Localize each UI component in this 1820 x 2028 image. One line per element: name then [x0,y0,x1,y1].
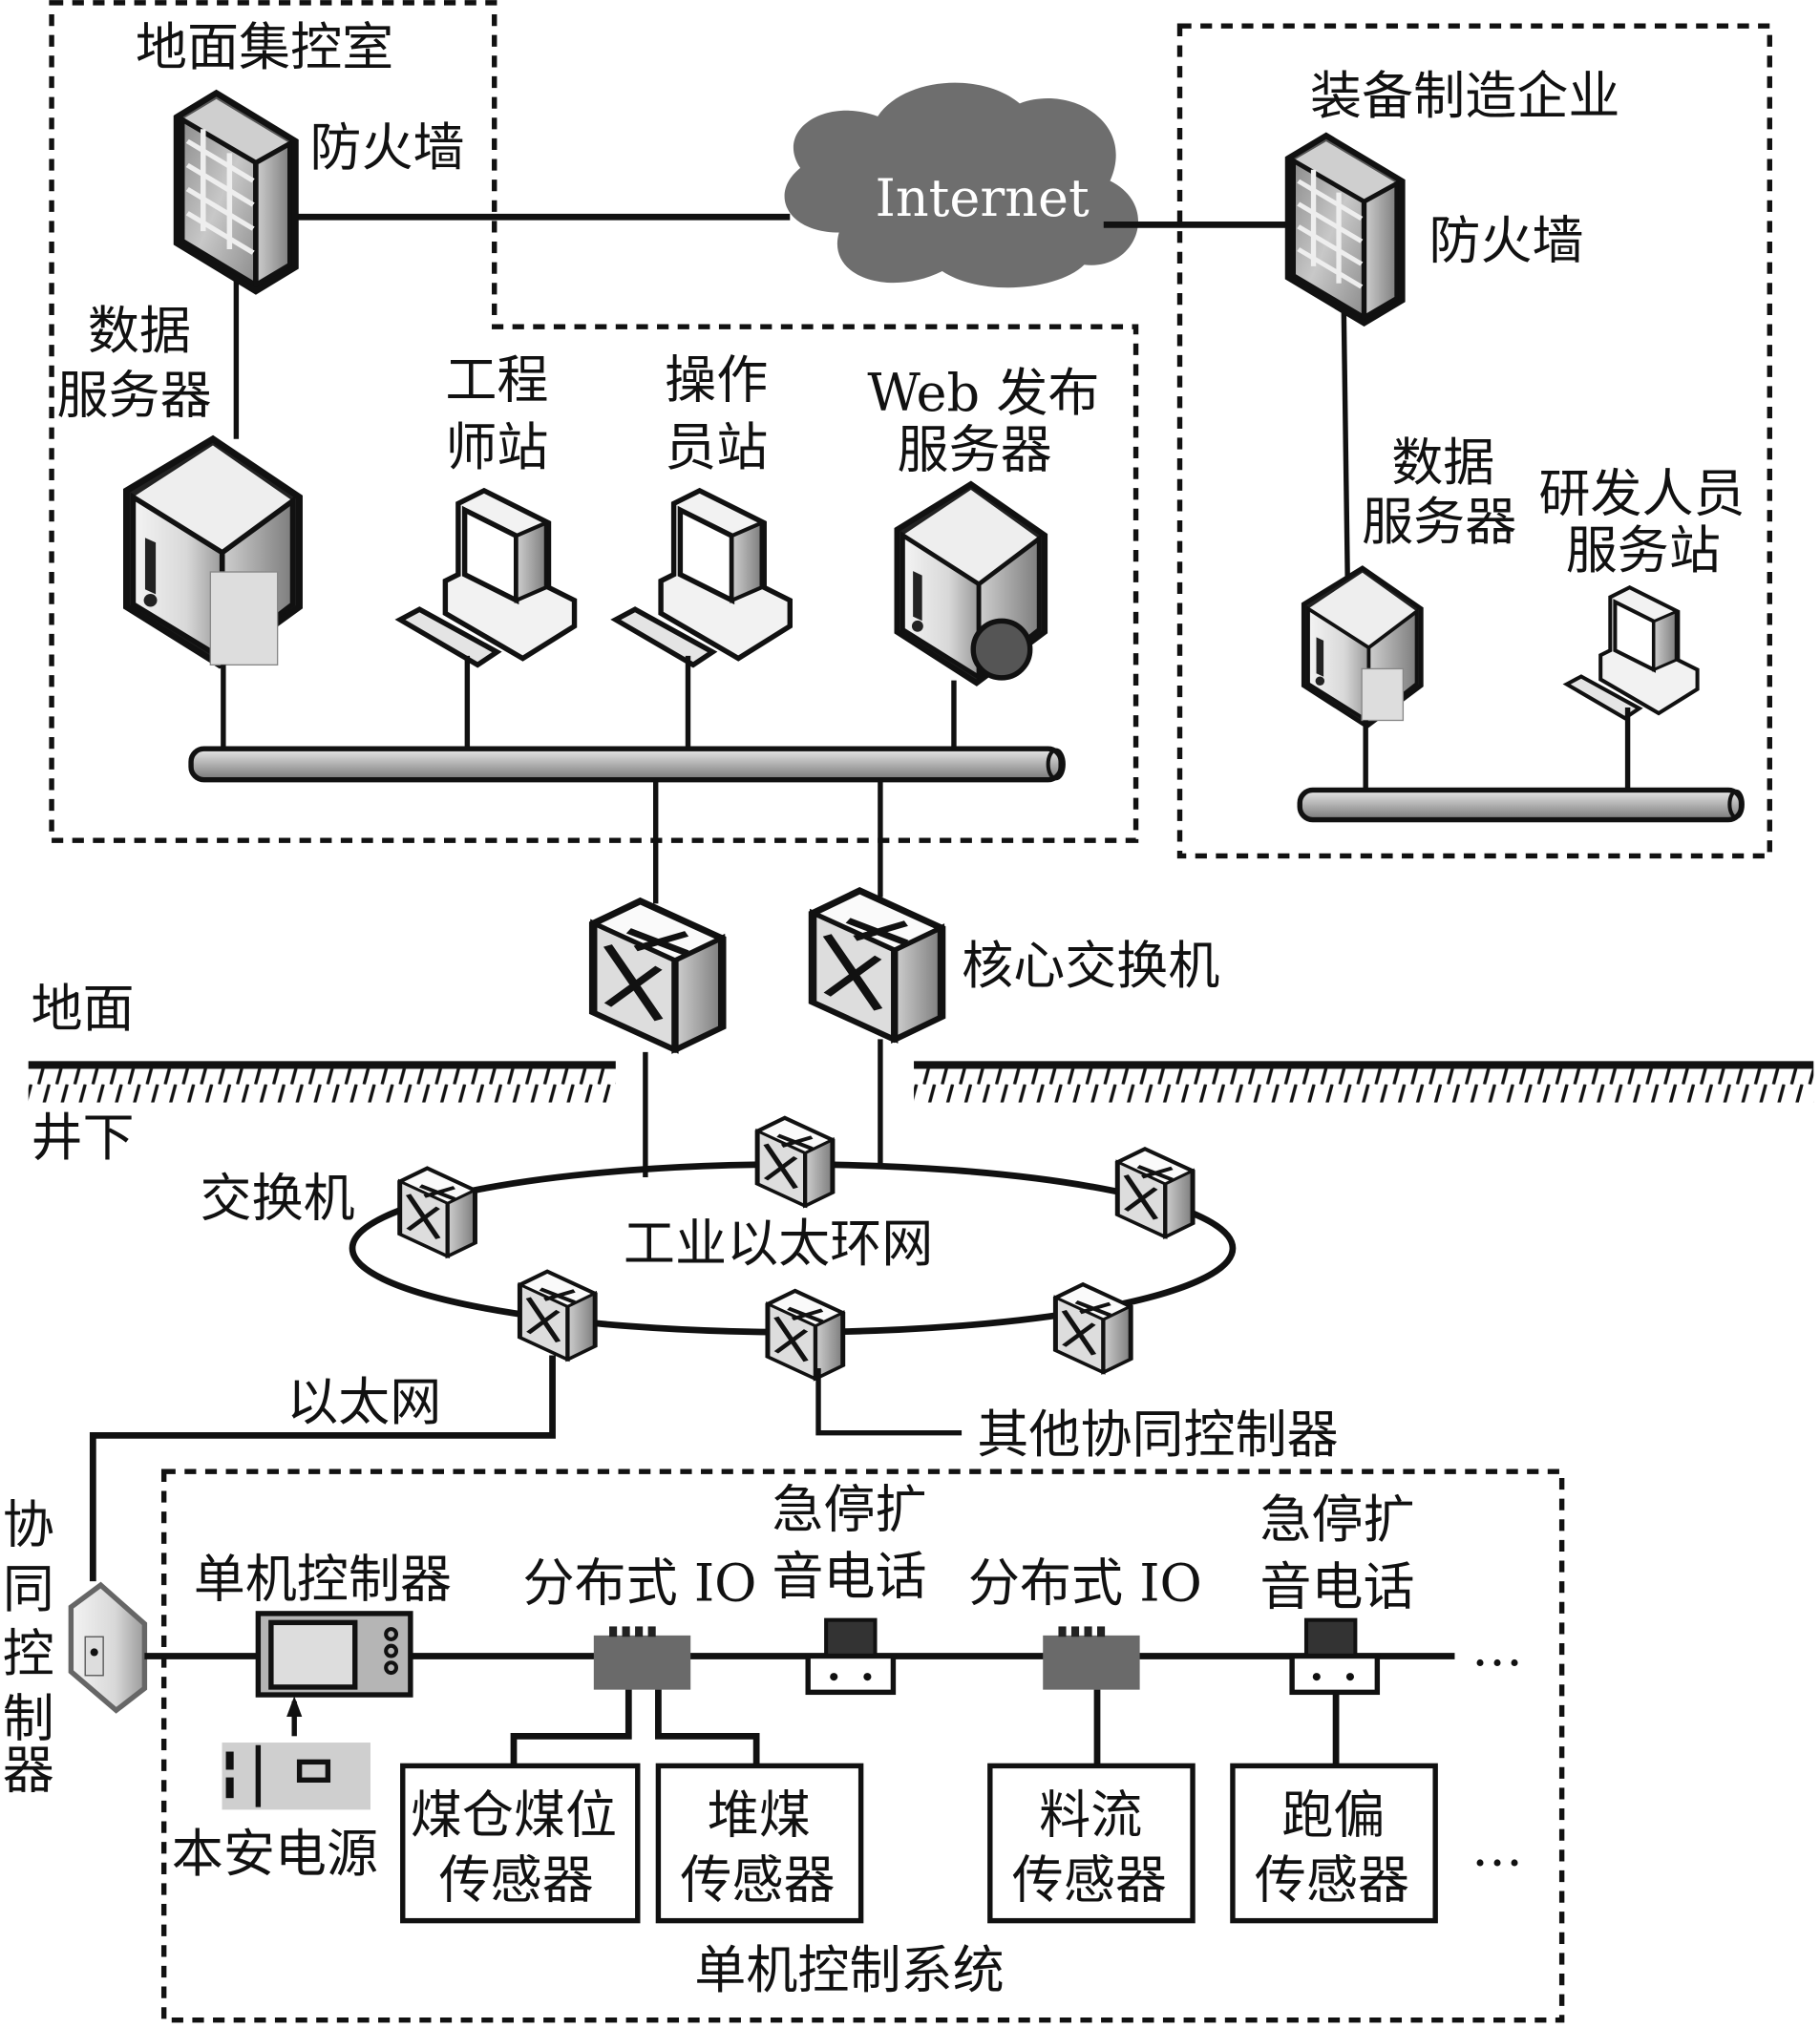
ring-switch-icon-4 [520,1272,595,1360]
svg-text:协: 协 [3,1495,54,1555]
internet-cloud: Internet [784,82,1138,288]
standalone-system-boundary [160,1468,1565,2023]
bus-ellipsis: … [1471,1617,1523,1678]
maker-data-server-label-1: 数据 [1391,433,1494,493]
standalone-controller-label: 单机控制器 [194,1549,452,1609]
other-controllers-label: 其他协同控制器 [977,1405,1338,1465]
web-server-label-1: Web 发布 [867,363,1099,423]
workstation-icon-rd [1567,587,1698,718]
svg-text:传感器: 传感器 [680,1849,835,1910]
ground-control-room-title: 地面集控室 [136,17,393,77]
sensor-box: 堆煤 传感器 [655,1763,864,1924]
svg-text:器: 器 [3,1740,54,1800]
estop-phone-1-label-2: 音电话 [772,1547,926,1607]
coop-controller-label: 协 同 控 制 器 [3,1495,54,1801]
core-switch-icon-1 [594,901,722,1049]
dist-io-2-icon [1043,1626,1140,1690]
dist-io-1-icon [593,1626,691,1690]
svg-text:传感器: 传感器 [1012,1849,1167,1910]
svg-text:控: 控 [3,1624,54,1684]
maker-lan-bus [1297,787,1745,823]
core-switch-label: 核心交换机 [962,936,1219,996]
maker-data-server-label-2: 服务器 [1362,492,1516,552]
engineer-station-label-1: 工程 [445,350,548,411]
rd-station-label-2: 服务站 [1566,520,1721,581]
equipment-maker-boundary [1176,23,1772,859]
equipment-maker-title: 装备制造企业 [1310,66,1619,126]
svg-text:制: 制 [3,1688,54,1748]
ground-control-room-boundary [49,0,1139,843]
maker-database-icon [1361,667,1405,722]
dist-io-1-label: 分布式 IO [522,1553,756,1613]
estop-phone-1-label-1: 急停扩 [772,1479,926,1539]
engineer-station-label-2: 师站 [445,417,548,477]
ground-lan-bus [188,746,1066,783]
ring-label: 工业以太环网 [624,1214,933,1274]
maker-firewall-label: 防火墙 [1428,211,1583,271]
svg-text:跑偏: 跑偏 [1281,1785,1385,1846]
svg-text:煤仓煤位: 煤仓煤位 [411,1785,617,1846]
core-switch-icon-2 [814,891,942,1039]
sensors-ellipsis: … [1471,1817,1523,1877]
above-ground-label: 地面 [31,979,134,1039]
internet-label: Internet [876,168,1090,228]
database-icon [209,571,279,666]
firewall-icon-ground [177,94,295,291]
firewall-icon-maker [1288,136,1402,323]
estop-phone-2-icon [1289,1617,1381,1696]
ring-switch-icon-3 [1118,1149,1193,1236]
coop-controller-icon [68,1581,148,1714]
dist-io-2-label: 分布式 IO [968,1553,1202,1613]
svg-text:传感器: 传感器 [439,1849,594,1910]
rd-station-label-1: 研发人员 [1538,463,1745,523]
ground-firewall-label: 防火墙 [309,117,464,178]
ground-data-server-label-2: 服务器 [56,366,211,426]
estop-phone-2-label-2: 音电话 [1259,1556,1414,1616]
operator-station-label-1: 操作 [665,350,768,411]
intrinsic-power-icon [222,1743,370,1810]
power-label: 本安电源 [172,1824,378,1884]
svg-text:传感器: 传感器 [1255,1849,1409,1910]
standalone-system-title: 单机控制系统 [694,1940,1004,2000]
operator-station-label-2: 员站 [665,417,768,477]
sensor-box: 跑偏 传感器 [1230,1763,1438,1924]
ethernet-label: 以太网 [286,1372,441,1432]
web-server-label-2: 服务器 [897,420,1051,480]
workstation-icon-engineer [400,491,574,665]
estop-phone-2-label-1: 急停扩 [1259,1489,1414,1550]
workstation-icon-operator [616,491,790,665]
ring-switch-icon-2 [757,1118,832,1206]
sensor-box: 煤仓煤位 传感器 [400,1763,641,1924]
svg-text:堆煤: 堆煤 [708,1785,811,1846]
underground-label: 井下 [31,1108,134,1168]
sensor-box: 料流 传感器 [987,1763,1196,1924]
ground-data-server-label-1: 数据 [88,301,191,361]
ground-surface-left [28,1061,616,1103]
svg-text:同: 同 [3,1559,54,1619]
arrow-up-icon [286,1696,303,1718]
ground-surface-right [914,1061,1814,1103]
ring-switch-icon-1 [400,1169,475,1257]
ring-switch-label: 交换机 [201,1169,355,1229]
svg-text:料流: 料流 [1039,1785,1142,1846]
standalone-controller-icon [255,1611,413,1698]
ring-switch-icon-5 [768,1291,842,1379]
globe-icon [970,618,1033,681]
ring-switch-icon-6 [1056,1284,1131,1372]
estop-phone-1-icon [805,1617,897,1696]
